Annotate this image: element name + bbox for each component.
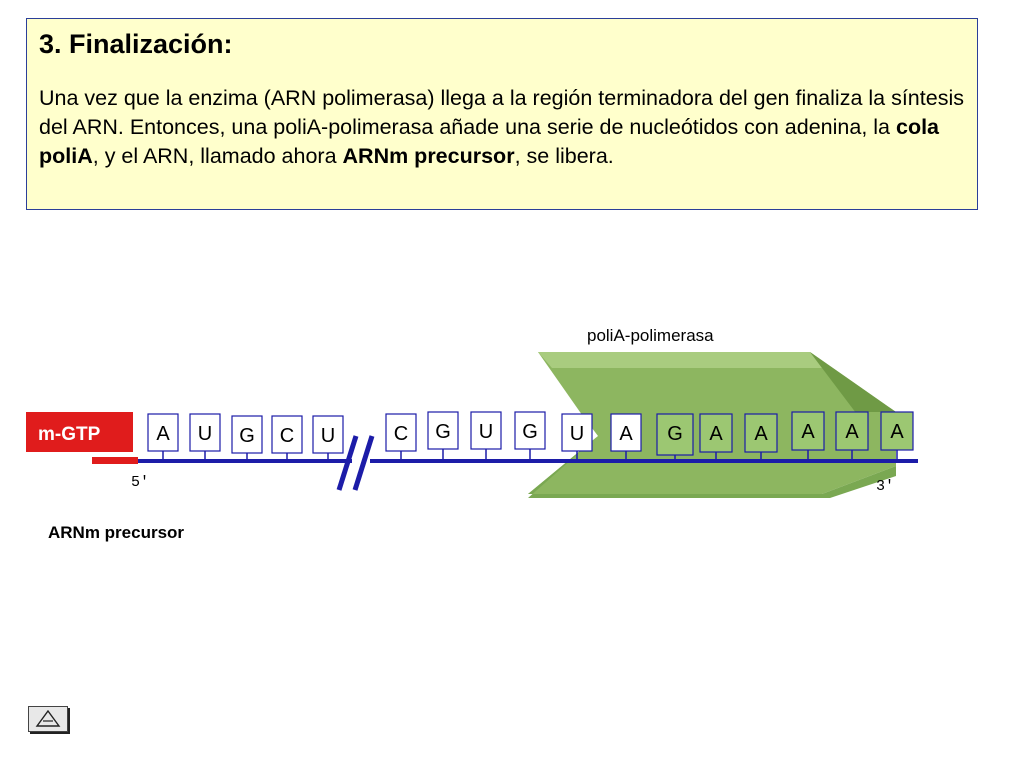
nucleotide-base: A	[801, 421, 815, 443]
nucleotide-box	[470, 411, 502, 450]
nucleotide-base: A	[709, 423, 723, 445]
bold-term: ARNm precursor	[342, 144, 515, 168]
nucleotide: C	[271, 415, 303, 461]
m-gtp-cap: m-GTP	[26, 412, 138, 464]
enzyme-label: poliA-polimerasa	[587, 326, 714, 345]
nucleotide-box	[385, 413, 417, 452]
molecule-label: ARNm precursor	[48, 523, 184, 542]
nucleotide-box	[880, 411, 914, 451]
nucleotide-box	[147, 413, 179, 452]
slide-title: 3. Finalización:	[39, 29, 233, 59]
paragraph-text: , y el ARN, llamado ahora	[92, 144, 343, 168]
polya-tail-nucleotide: A	[880, 411, 914, 461]
nucleotide-box	[427, 411, 459, 450]
backbone-break-1	[336, 435, 359, 491]
nucleotide-base: C	[280, 425, 294, 447]
nucleotide-base: G	[522, 421, 538, 443]
bold-term: cola poliA	[39, 115, 940, 168]
nucleotide-base: A	[845, 421, 859, 443]
nucleotide-box	[312, 415, 344, 454]
polya-tail-nucleotide: A	[744, 413, 778, 461]
nucleotide-box	[514, 411, 546, 450]
nucleotide-base: U	[570, 423, 584, 445]
nucleotide: A	[147, 413, 179, 461]
backbone-break-2	[352, 435, 375, 491]
explanation-paragraph: Una vez que la enzima (ARN polimerasa) l…	[39, 84, 965, 171]
nucleotide: G	[514, 411, 546, 461]
cap-box	[26, 412, 133, 452]
enzyme-top-highlight	[538, 352, 822, 368]
explanation-box: 3. Finalización: Una vez que la enzima (…	[26, 18, 978, 210]
nucleotide: U	[189, 413, 221, 461]
nucleotide-base: A	[890, 421, 904, 443]
polya-tail-nucleotide: A	[791, 411, 825, 461]
nucleotide-box	[791, 411, 825, 451]
nucleotide-base: U	[321, 425, 335, 447]
nucleotide-base: U	[198, 423, 212, 445]
polya-tail-nucleotide: A	[835, 411, 869, 461]
five-prime-label: 5'	[131, 474, 149, 491]
nucleotide-box	[561, 413, 593, 452]
cap-label: m-GTP	[38, 424, 101, 445]
nucleotide: C	[385, 413, 417, 461]
three-prime-label: 3'	[876, 478, 894, 495]
nucleotide-base: A	[156, 423, 170, 445]
nucleotide-box	[656, 413, 694, 456]
polya-tail-nucleotide: A	[699, 413, 733, 461]
home-button[interactable]	[28, 706, 68, 732]
nucleotide-base: A	[754, 423, 768, 445]
paragraph-text: Una vez que la enzima (ARN polimerasa) l…	[39, 86, 964, 139]
paragraph-text: , se libera.	[514, 144, 614, 168]
polya-tail-nucleotide: G	[656, 413, 694, 461]
triangle-icon	[35, 710, 61, 727]
nucleotide-box	[610, 413, 642, 452]
nucleotide: U	[561, 413, 593, 461]
nucleotide-box	[835, 411, 869, 451]
nucleotide: G	[231, 415, 263, 461]
nucleotide-box	[231, 415, 263, 454]
nucleotide-box	[189, 413, 221, 452]
nucleotide-base: A	[619, 423, 633, 445]
nucleotide: G	[427, 411, 459, 461]
nucleotide-base: G	[239, 425, 255, 447]
rna-backbone	[138, 435, 918, 491]
nucleotide: U	[312, 415, 344, 461]
nucleotide-box	[699, 413, 733, 453]
cap-tail	[92, 457, 138, 464]
nucleotide-base: U	[479, 421, 493, 443]
nucleotide-base: G	[667, 423, 683, 445]
nucleotide: U	[470, 411, 502, 461]
nucleotide: A	[610, 413, 642, 461]
nucleotide-base: C	[394, 423, 408, 445]
nucleotide-box	[271, 415, 303, 454]
nucleotide-base: G	[435, 421, 451, 443]
nucleotide-box	[744, 413, 778, 453]
